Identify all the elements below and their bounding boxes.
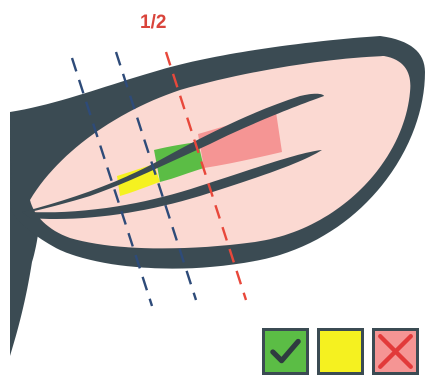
legend xyxy=(262,328,430,380)
fraction-label: 1/2 xyxy=(140,12,166,33)
legend-incorrect-box[interactable] xyxy=(372,328,419,375)
check-icon xyxy=(265,331,306,372)
x-icon xyxy=(375,331,416,372)
legend-correct-box[interactable] xyxy=(262,328,309,375)
legend-partial-box[interactable] xyxy=(317,328,364,375)
